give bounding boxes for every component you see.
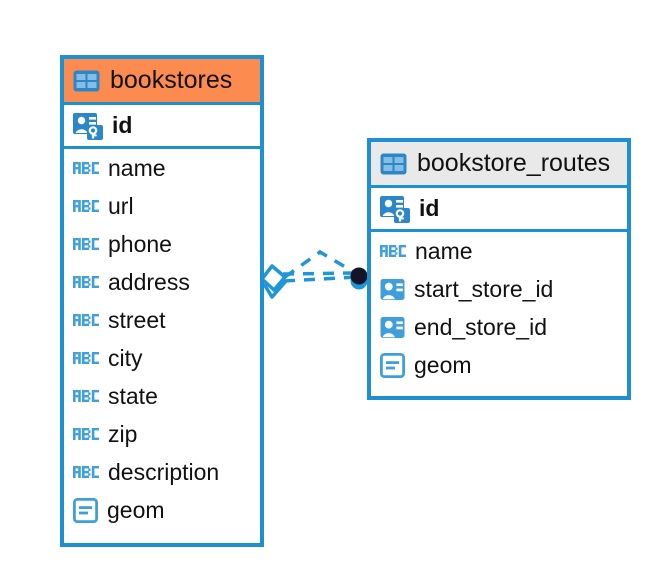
entity-bookstores[interactable]: bookstores id: [60, 55, 264, 547]
field-row-phone[interactable]: phone: [64, 225, 260, 263]
table-grid-icon: [73, 70, 100, 92]
primary-key-icon: [73, 112, 103, 140]
field-label: street: [108, 306, 166, 333]
field-label: zip: [108, 420, 138, 447]
field-row-zip[interactable]: zip: [64, 415, 260, 453]
field-label: start_store_id: [414, 275, 554, 302]
field-row-primary-key[interactable]: id: [64, 105, 260, 149]
field-row-url[interactable]: url: [64, 187, 260, 225]
text-abc-icon: [73, 350, 99, 366]
field-label: geom: [107, 496, 165, 523]
primary-key-icon: [380, 195, 410, 223]
foreign-key-icon: [380, 278, 405, 301]
entity-title: bookstore_routes: [417, 149, 611, 177]
field-row-state[interactable]: state: [64, 377, 260, 415]
text-abc-icon: [73, 388, 99, 404]
field-row-start-store-id[interactable]: start_store_id: [371, 270, 627, 308]
field-label: geom: [414, 351, 472, 378]
text-abc-icon: [73, 464, 99, 480]
field-row-geom[interactable]: geom: [371, 346, 627, 384]
text-abc-icon: [380, 243, 406, 259]
text-abc-icon: [73, 236, 99, 252]
entity-bookstore-routes[interactable]: bookstore_routes id: [367, 138, 631, 400]
field-row-description[interactable]: description: [64, 453, 260, 491]
foreign-key-icon: [380, 316, 405, 339]
text-abc-icon: [73, 198, 99, 214]
field-row-name[interactable]: name: [371, 232, 627, 270]
field-label: name: [108, 154, 166, 181]
entity-header-bookstores[interactable]: bookstores: [64, 59, 260, 105]
field-row-city[interactable]: city: [64, 339, 260, 377]
table-grid-icon: [380, 153, 407, 175]
field-row-name[interactable]: name: [64, 149, 260, 187]
text-abc-icon: [73, 274, 99, 290]
entity-fields-bookstore-routes: name start_store_id: [371, 232, 627, 388]
entity-header-bookstore-routes[interactable]: bookstore_routes: [371, 142, 627, 188]
text-abc-icon: [73, 312, 99, 328]
field-label: id: [419, 195, 440, 221]
field-label: state: [108, 382, 158, 409]
field-label: city: [108, 344, 143, 371]
field-label: url: [108, 192, 134, 219]
field-row-primary-key[interactable]: id: [371, 188, 627, 232]
diamond-marker: [260, 264, 288, 299]
entity-title: bookstores: [110, 66, 233, 94]
filled-circle-marker: [350, 267, 368, 290]
field-label: description: [108, 458, 220, 485]
field-row-address[interactable]: address: [64, 263, 260, 301]
relationship-line-arc: [283, 249, 358, 279]
geometry-icon: [73, 497, 98, 523]
entity-fields-bookstores: name u: [64, 149, 260, 533]
field-row-end-store-id[interactable]: end_store_id: [371, 308, 627, 346]
field-label: address: [108, 268, 190, 295]
field-label: phone: [108, 230, 172, 257]
field-row-geom[interactable]: geom: [64, 491, 260, 529]
field-label: id: [112, 112, 133, 138]
relationship-line-upper: [282, 271, 357, 276]
relationship-line-middle: [283, 275, 359, 283]
geometry-icon: [380, 352, 405, 378]
field-label: name: [415, 237, 473, 264]
field-row-street[interactable]: street: [64, 301, 260, 339]
text-abc-icon: [73, 160, 99, 176]
text-abc-icon: [73, 426, 99, 442]
field-label: end_store_id: [414, 313, 547, 340]
